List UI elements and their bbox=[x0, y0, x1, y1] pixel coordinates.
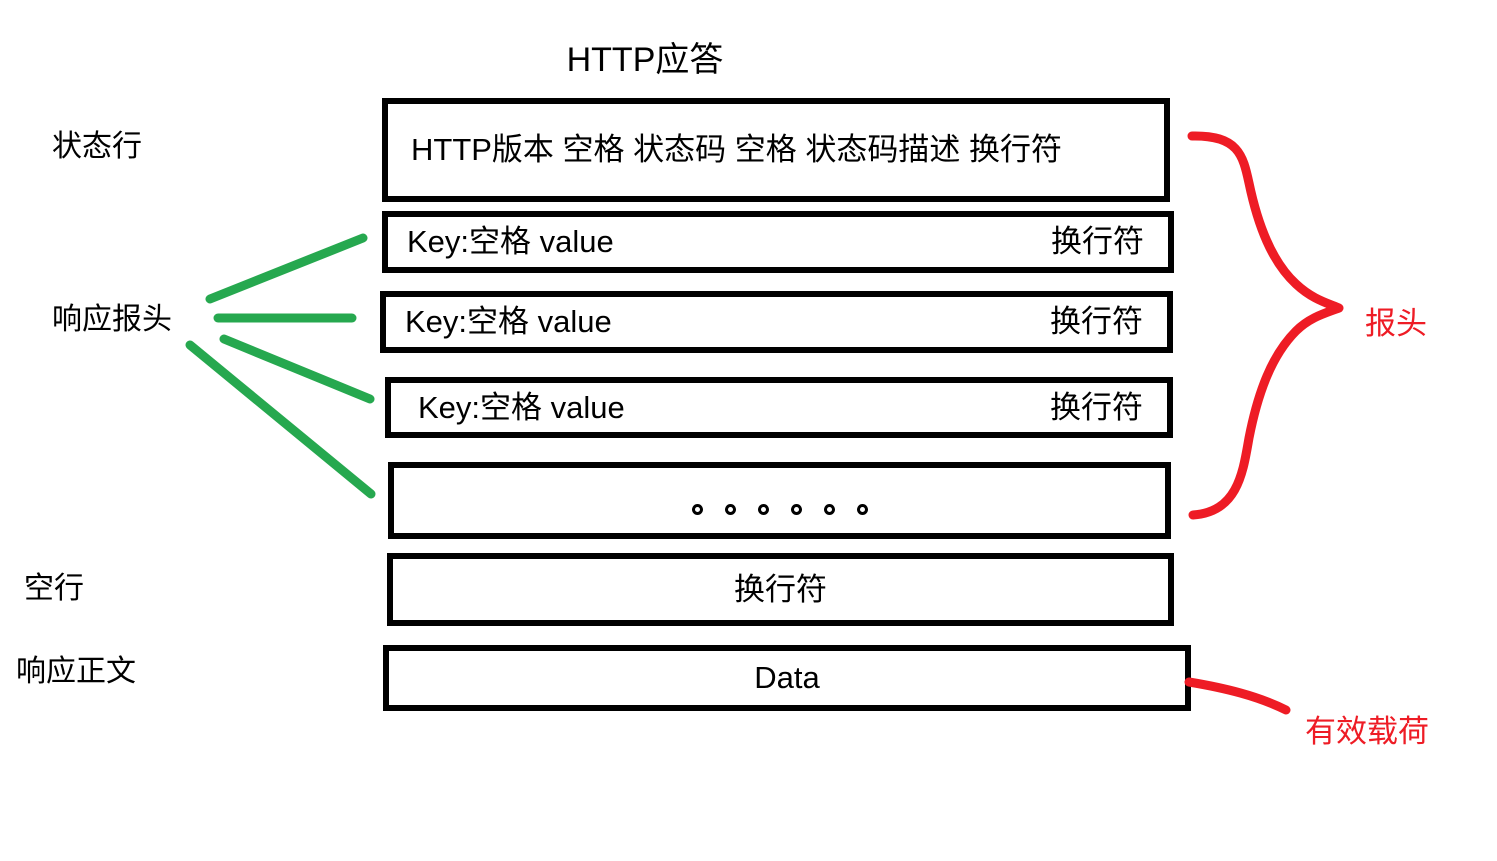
leader-line-3 bbox=[219, 334, 375, 404]
annotation-header-label: 报头 bbox=[1365, 306, 1427, 341]
ellipsis-dot-icon bbox=[823, 504, 835, 515]
header-row-1-key: Key:空格 value bbox=[407, 224, 614, 259]
header-row-1-box: Key:空格 value 换行符 bbox=[382, 211, 1174, 273]
ellipsis-dot-icon bbox=[691, 504, 703, 515]
header-row-1-crlf: 换行符 bbox=[1051, 224, 1144, 259]
header-row-2-crlf: 换行符 bbox=[1050, 304, 1143, 339]
ellipsis-dot-icon bbox=[856, 504, 868, 515]
header-brace-icon bbox=[1187, 131, 1344, 520]
blank-line-box: 换行符 bbox=[387, 553, 1174, 626]
blank-line-text: 换行符 bbox=[734, 571, 827, 607]
header-rows-ellipsis-box bbox=[388, 462, 1171, 539]
header-row-2-key: Key:空格 value bbox=[405, 304, 612, 339]
leader-line-1 bbox=[205, 233, 368, 304]
label-response-body: 响应正文 bbox=[16, 655, 136, 688]
header-leader-lines bbox=[185, 233, 376, 499]
status-line-text: HTTP版本 空格 状态码 空格 状态码描述 换行符 bbox=[411, 132, 1062, 167]
annotation-payload-label: 有效载荷 bbox=[1305, 714, 1429, 749]
response-body-box: Data bbox=[383, 645, 1191, 711]
status-line-box: HTTP版本 空格 状态码 空格 状态码描述 换行符 bbox=[382, 98, 1170, 202]
label-response-headers: 响应报头 bbox=[52, 303, 172, 336]
leader-line-4 bbox=[185, 340, 376, 499]
ellipsis-dot-icon bbox=[757, 504, 769, 515]
response-body-text: Data bbox=[754, 660, 820, 695]
header-row-2-box: Key:空格 value 换行符 bbox=[380, 291, 1173, 353]
ellipsis-dot-icon bbox=[724, 504, 736, 515]
page-title: HTTP应答 bbox=[566, 41, 724, 79]
label-blank-line: 空行 bbox=[24, 572, 84, 605]
payload-leader-line bbox=[1184, 677, 1291, 715]
header-row-3-crlf: 换行符 bbox=[1050, 389, 1143, 425]
header-row-3-key: Key:空格 value bbox=[418, 389, 625, 425]
ellipsis-dots bbox=[394, 486, 1165, 515]
label-status-line: 状态行 bbox=[52, 130, 142, 163]
header-row-3-box: Key:空格 value 换行符 bbox=[385, 377, 1173, 438]
ellipsis-dot-icon bbox=[790, 504, 802, 515]
